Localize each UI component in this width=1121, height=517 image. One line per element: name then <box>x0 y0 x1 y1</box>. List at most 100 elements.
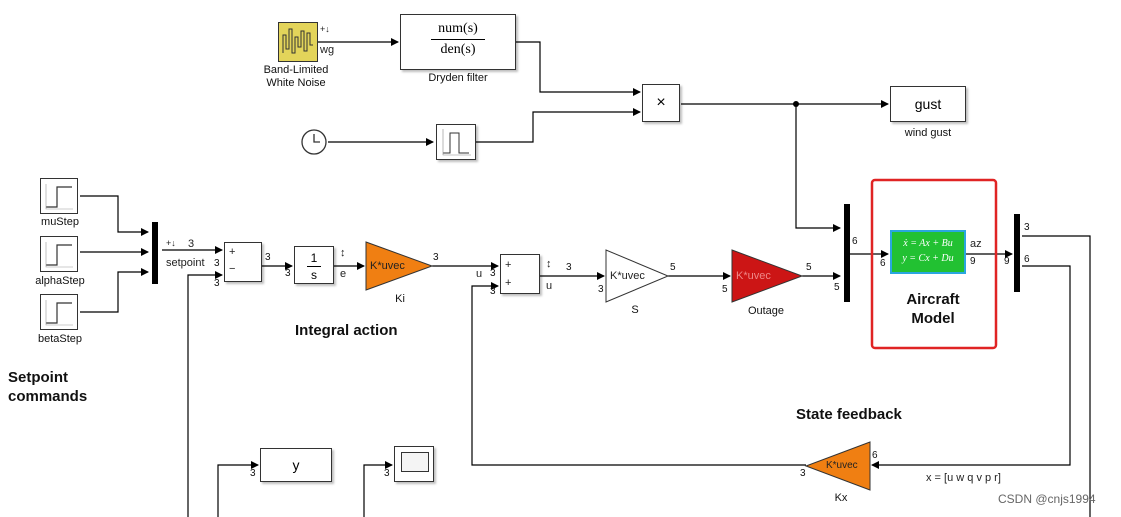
gust-text: gust <box>914 96 942 112</box>
line-mustep <box>80 195 149 236</box>
integral-action-heading: Integral action <box>295 322 398 339</box>
kx-in-width: 6 <box>872 450 878 461</box>
integrator-port-e: e <box>340 268 347 280</box>
kx-text[interactable]: K*uvec <box>826 460 858 471</box>
outage-label: Outage <box>747 305 785 317</box>
noise-block[interactable] <box>278 22 318 62</box>
dryden-label: Dryden filter <box>428 72 488 84</box>
aircraft-title-line1: Aircraft <box>906 291 960 308</box>
demux-out2-width: 6 <box>1024 254 1030 265</box>
y-in-width: 3 <box>250 468 256 479</box>
line-y-feedback <box>187 271 223 517</box>
beta-step-block[interactable] <box>40 294 78 330</box>
aircraft-eq2: y = Cx + Du <box>902 253 954 264</box>
sum2-plus1: + <box>505 259 512 271</box>
sum2-out-u: u <box>546 280 553 292</box>
aircraft-state-space-block[interactable]: ẋ = Ax + Bu y = Cx + Du <box>890 230 966 274</box>
kx-label: Kx <box>834 492 848 504</box>
integrator-num: 1 <box>310 251 318 265</box>
setpoint-port-mark: +↓ <box>166 238 176 248</box>
s-gain-text[interactable]: K*uvec <box>610 270 645 282</box>
outage-gain-shape <box>731 249 804 303</box>
sum2-port-mark: ↕ <box>546 258 552 270</box>
ki-label: Ki <box>395 293 405 305</box>
aircraft-highlight <box>870 178 998 350</box>
ki-gain-shape <box>365 241 434 291</box>
scope-in-width: 3 <box>384 468 390 479</box>
sum2-block[interactable]: + + <box>500 254 540 294</box>
sum1-block[interactable]: + − <box>224 242 262 282</box>
sum2-plus2: + <box>505 277 512 289</box>
integrator-in-width: 3 <box>285 268 291 279</box>
setpoint-heading-line2: commands <box>8 388 88 405</box>
s-gain-shape <box>605 249 670 303</box>
sum2-out-width: 3 <box>566 262 572 273</box>
mu-step-block[interactable] <box>40 178 78 214</box>
dryden-fraction-bar <box>431 39 485 40</box>
noise-port-label: wg <box>320 44 335 56</box>
pulse-generator-block[interactable] <box>436 124 476 160</box>
pulse-icon <box>442 129 471 156</box>
ki-text[interactable]: K*uvec <box>370 260 405 272</box>
s-in-width: 3 <box>598 284 604 295</box>
noise-icon <box>282 28 313 54</box>
y-text: y <box>292 457 300 473</box>
demux-in-width: 9 <box>1004 256 1010 267</box>
alpha-step-label: alphaStep <box>35 275 85 287</box>
aircraft-out-width: 9 <box>970 256 976 267</box>
noise-port-mark: +↓ <box>320 24 330 34</box>
mux-out-width: 6 <box>880 258 886 269</box>
mu-step-label: muStep <box>41 216 79 228</box>
product-block[interactable]: × <box>642 84 680 122</box>
beta-step-label: betaStep <box>37 333 83 345</box>
sum2-in-u: u <box>476 268 483 280</box>
output-demux[interactable] <box>1014 214 1020 292</box>
step-icon <box>45 184 73 210</box>
sum1-in2-width: 3 <box>214 278 220 289</box>
sum1-minus: − <box>229 263 236 275</box>
ki-out-width: 3 <box>433 252 439 263</box>
line-betastep <box>80 268 149 313</box>
integrator-den: s <box>311 268 317 282</box>
dryden-filter-block[interactable]: num(s) den(s) <box>400 14 516 70</box>
watermark: CSDN @cnjs1994 <box>998 492 1096 506</box>
scope-screen-icon <box>401 452 429 472</box>
outage-text[interactable]: K*uvec <box>736 270 771 282</box>
line-demux-x <box>871 265 1071 469</box>
demux-out1-width: 3 <box>1024 222 1030 233</box>
line-to-scope <box>363 461 393 517</box>
setpoint-mux[interactable] <box>152 222 158 284</box>
sum1-out-width: 3 <box>265 252 271 263</box>
line-dryden-product <box>516 41 641 96</box>
outage-out-width: 5 <box>806 262 812 273</box>
product-symbol: × <box>656 94 666 111</box>
mux-in1-width: 6 <box>852 236 858 247</box>
line-kx-sum2 <box>471 282 806 466</box>
aircraft-eq1: ẋ = Ax + Bu <box>903 238 953 249</box>
signal-lines <box>80 38 1091 517</box>
integrator-block[interactable]: 1 s <box>294 246 334 284</box>
y-output-block[interactable]: y <box>260 448 332 482</box>
aircraft-out-az: az <box>970 238 982 250</box>
outage-in-width: 5 <box>722 284 728 295</box>
alpha-step-block[interactable] <box>40 236 78 272</box>
sum2-in1-width: 3 <box>490 268 496 279</box>
line-pulse-product <box>476 108 641 143</box>
gust-label: wind gust <box>904 127 952 139</box>
sum1-in1-width: 3 <box>214 258 220 269</box>
state-vector-label: x = [u w q v p r] <box>926 472 1001 484</box>
aircraft-title-line2: Model <box>911 310 955 327</box>
input-mux[interactable] <box>844 204 850 302</box>
scope-block[interactable] <box>394 446 434 482</box>
gust-block[interactable]: gust <box>890 86 966 122</box>
integrator-bar <box>307 266 321 267</box>
setpoint-heading-line1: Setpoint <box>8 369 68 386</box>
noise-label-line2: White Noise <box>266 77 326 89</box>
setpoint-label: setpoint <box>166 257 205 269</box>
line-to-y <box>217 461 259 517</box>
mux-in2-width: 5 <box>834 282 840 293</box>
line-demux-az <box>1022 235 1091 517</box>
s-gain-label: S <box>631 304 639 316</box>
aircraft-model-title: Aircraft Model <box>880 290 986 328</box>
